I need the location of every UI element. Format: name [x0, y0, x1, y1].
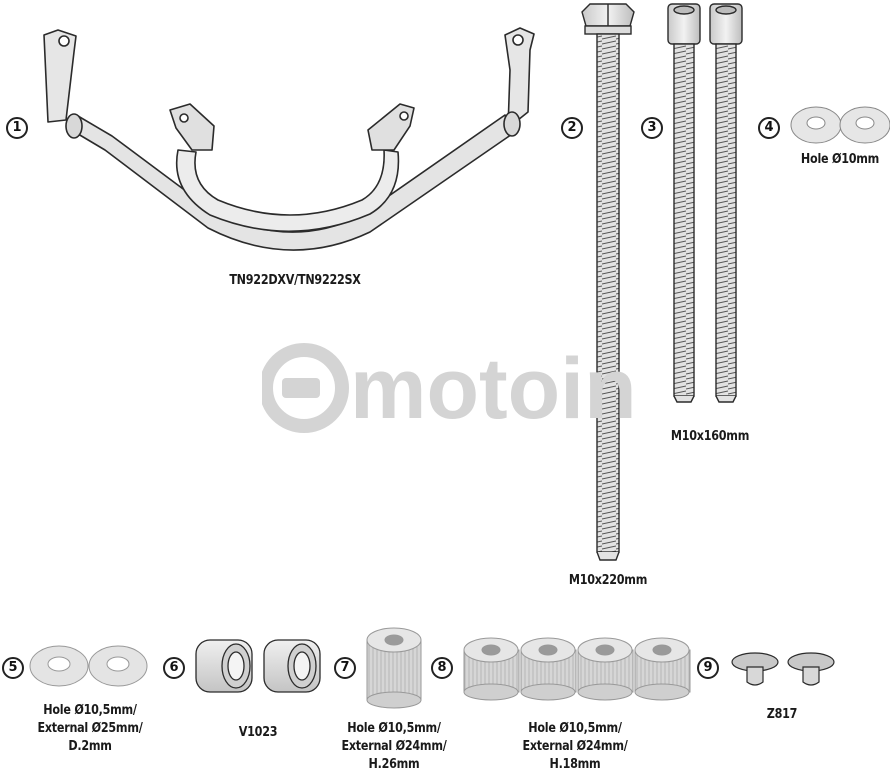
item-label-5-line-2: External Ø25mm/	[37, 721, 143, 736]
bushings-v1023	[195, 639, 321, 693]
watermark-logo: motoin	[262, 341, 637, 437]
washers-25mm	[29, 645, 148, 687]
item-number-6: 6	[163, 657, 185, 679]
bracket-part	[43, 27, 535, 251]
item-number-5: 5	[2, 657, 24, 679]
item-label-8: Hole Ø10,5mm/ External Ø24mm/ H.18mm	[515, 720, 635, 774]
washers-10mm	[790, 106, 890, 144]
item-label-5-line-3: D.2mm	[68, 739, 112, 754]
item-number-1: 1	[6, 117, 28, 139]
item-number-7: 7	[334, 657, 356, 679]
item-label-1: TN922DXV/TN9222SX	[229, 273, 361, 288]
long-bolt-m10x220	[581, 3, 635, 561]
watermark-text: motoin	[350, 341, 637, 437]
item-number-9: 9	[697, 657, 719, 679]
item-label-7-line-2: External Ø24mm/	[341, 739, 447, 754]
spacers-h18	[463, 637, 691, 701]
item-number-2: 2	[561, 117, 583, 139]
item-label-2: M10x220mm	[568, 573, 648, 588]
rivets-z817	[731, 652, 835, 686]
item-label-6: V1023	[238, 725, 278, 740]
item-label-8-line-3: H.18mm	[549, 757, 601, 772]
item-label-3: M10x160mm	[670, 429, 750, 444]
item-label-7-line-1: Hole Ø10,5mm/	[347, 721, 441, 736]
item-label-5: Hole Ø10,5mm/ External Ø25mm/ D.2mm	[30, 702, 150, 756]
item-label-5-line-1: Hole Ø10,5mm/	[43, 703, 137, 718]
bolts-m10x160	[667, 3, 743, 403]
item-label-7: Hole Ø10,5mm/ External Ø24mm/ H.26mm	[334, 720, 454, 774]
spacer-h26	[366, 627, 422, 709]
item-label-4: Hole Ø10mm	[800, 152, 880, 167]
item-number-3: 3	[641, 117, 663, 139]
item-number-8: 8	[431, 657, 453, 679]
item-label-7-line-3: H.26mm	[368, 757, 420, 772]
item-label-8-line-1: Hole Ø10,5mm/	[528, 721, 622, 736]
item-label-9: Z817	[766, 707, 798, 722]
item-label-8-line-2: External Ø24mm/	[522, 739, 628, 754]
item-number-4: 4	[758, 117, 780, 139]
